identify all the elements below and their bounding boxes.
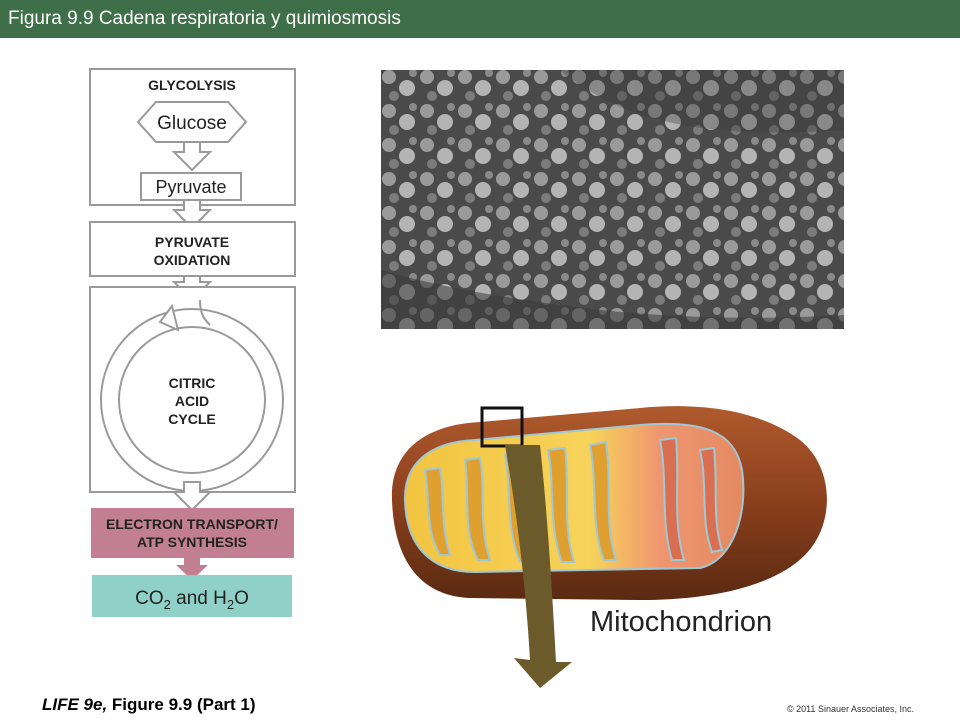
arrow-pyruvate-oxidation xyxy=(171,199,213,230)
arrow-glucose-pyruvate xyxy=(171,141,213,172)
pyruvate-oxidation-label-2: OXIDATION xyxy=(154,252,231,268)
selection-box xyxy=(480,406,524,448)
footer-figure: Figure 9.9 (Part 1) xyxy=(111,695,256,714)
pyruvate-oxidation-label-1: PYRUVATE xyxy=(155,234,229,250)
copyright: © 2011 Sinauer Associates, Inc. xyxy=(786,704,914,714)
footer-book: LIFE 9e, xyxy=(42,695,108,714)
glucose-shape xyxy=(136,101,248,143)
arrow-citric-etc xyxy=(171,481,213,512)
citric-label-3: CYCLE xyxy=(168,411,215,427)
cycle-arrowhead-icon xyxy=(158,303,180,332)
footer-citation: LIFE 9e, Figure 9.9 (Part 1) xyxy=(42,695,256,715)
products-label: CO2 and H2O xyxy=(135,588,249,612)
inner-membrane xyxy=(403,422,745,574)
title-bar: Figura 9.9 Cadena respiratoria y quimios… xyxy=(0,0,960,38)
glucose-label: Glucose xyxy=(157,113,227,134)
pyruvate-box xyxy=(140,172,242,201)
mitochondrion-illustration xyxy=(391,406,827,688)
etc-label-2: ATP SYNTHESIS xyxy=(137,534,247,550)
electron-micrograph xyxy=(381,70,844,329)
etc-label-1: ELECTRON TRANSPORT/ xyxy=(106,516,278,532)
products-box xyxy=(92,575,292,617)
arrow-etc-products xyxy=(176,558,208,580)
micrograph-image xyxy=(381,70,844,329)
slide-title: Figura 9.9 Cadena respiratoria y quimios… xyxy=(8,8,401,29)
citric-label-1: CITRIC xyxy=(169,375,216,391)
mitochondrion-label: Mitochondrion xyxy=(590,606,773,638)
citric-label-2: ACID xyxy=(175,393,209,409)
flowchart: GLYCOLYSIS Glucose Pyruvate PYRUVATE OXI… xyxy=(89,68,296,617)
zoom-arrow-icon xyxy=(505,445,572,688)
glycolysis-label: GLYCOLYSIS xyxy=(148,77,236,93)
etc-box xyxy=(91,508,294,558)
pyruvate-label: Pyruvate xyxy=(155,177,226,197)
